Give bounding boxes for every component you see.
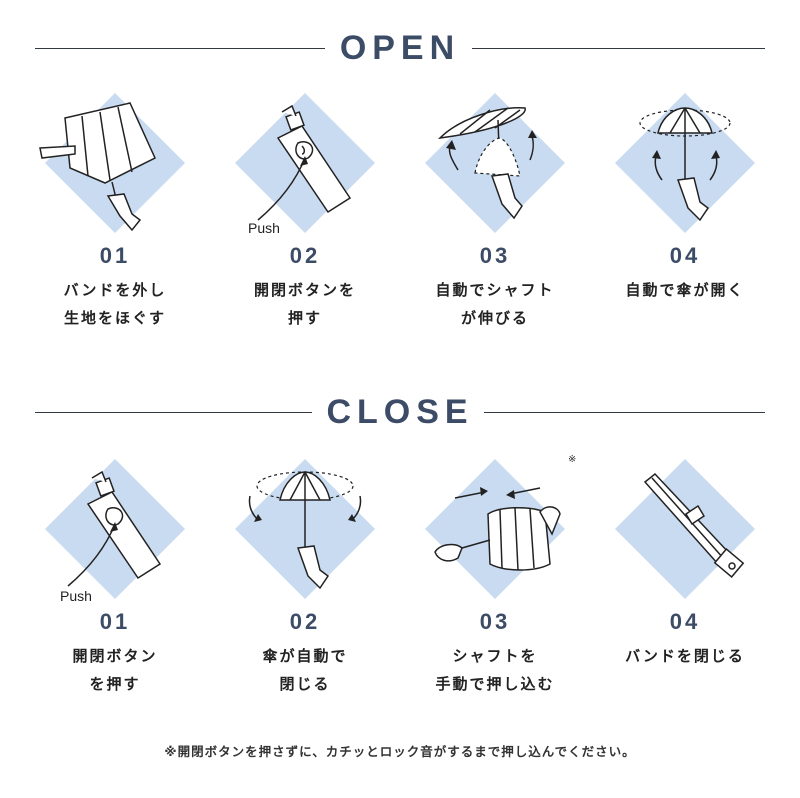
umbrella-closes-illustration	[210, 454, 400, 604]
close-step-2: 02 傘が自動で 閉じる	[210, 454, 400, 698]
open-step-4: 04 自動で傘が開く	[590, 88, 780, 304]
open-title: OPEN	[339, 29, 461, 67]
push-button-illustration: Push	[20, 454, 210, 604]
push-label: Push	[248, 220, 280, 236]
close-title: CLOSE	[326, 393, 474, 431]
step-description: 自動でシャフト が伸びる	[435, 281, 555, 327]
step-description: シャフトを 手動で押し込む	[435, 647, 555, 693]
step-number: 02	[289, 243, 321, 268]
push-label: Push	[60, 588, 92, 604]
shaft-extend-illustration	[400, 88, 590, 238]
step-number: 04	[669, 243, 701, 268]
push-button-illustration: Push	[210, 88, 400, 238]
step-description: バンドを閉じる	[625, 647, 745, 665]
shaft-push-in-illustration: ※	[400, 454, 590, 604]
divider-left	[35, 412, 312, 413]
band-release-illustration	[20, 88, 210, 238]
step-number: 03	[479, 609, 511, 634]
step-number: 02	[289, 609, 321, 634]
open-section-header: OPEN	[35, 28, 765, 68]
step-number: 01	[99, 243, 131, 268]
close-step-1: Push 01 開閉ボタン を押す	[20, 454, 210, 698]
band-close-illustration	[590, 454, 780, 604]
footnote: ※開閉ボタンを押さずに、カチッとロック音がするまで押し込んでください。	[164, 744, 636, 759]
step-description: バンドを外し 生地をほぐす	[63, 281, 167, 327]
close-section-header: CLOSE	[35, 392, 765, 432]
step-number: 03	[479, 243, 511, 268]
divider-left	[35, 48, 325, 49]
divider-right	[484, 412, 765, 413]
step-description: 傘が自動で 閉じる	[262, 647, 348, 693]
divider-right	[472, 48, 765, 49]
close-step-4: 04 バンドを閉じる	[590, 454, 780, 670]
step-description: 開閉ボタンを 押す	[253, 281, 356, 327]
open-step-3: 03 自動でシャフト が伸びる	[400, 88, 590, 332]
open-step-1: 01 バンドを外し 生地をほぐす	[20, 88, 210, 332]
open-step-2: Push 02 開閉ボタンを 押す	[210, 88, 400, 332]
step-description: 開閉ボタン を押す	[72, 647, 158, 693]
step-number: 04	[669, 609, 701, 634]
close-step-3: ※ 03 シャフトを 手動で押し込む	[400, 454, 590, 698]
step-number: 01	[99, 609, 131, 634]
step-description: 自動で傘が開く	[625, 281, 745, 299]
note-mark: ※	[568, 454, 577, 465]
umbrella-opens-illustration	[590, 88, 780, 238]
